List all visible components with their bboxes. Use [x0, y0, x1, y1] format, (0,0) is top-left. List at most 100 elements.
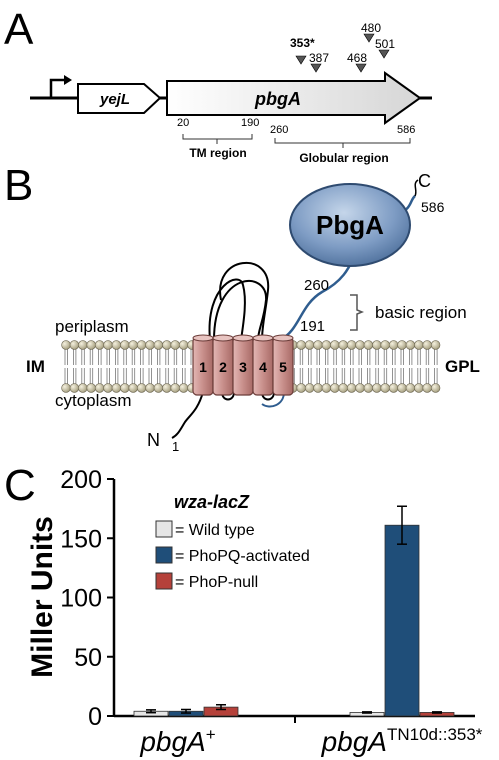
x-category-label: pbgATN10d::353*	[321, 725, 483, 757]
tm-helix-cap	[252, 334, 274, 342]
lipid-headgroup	[313, 340, 323, 350]
tm-helix-label: 2	[219, 359, 227, 375]
panel-a: A yejL pbgA 353* 387 468 480 501 20 190 …	[4, 5, 432, 165]
lipid-headgroup	[145, 340, 155, 350]
cytoplasm-label: cytoplasm	[55, 391, 132, 410]
panel-letter-b: B	[4, 161, 33, 210]
lipid-headgroup	[61, 340, 71, 350]
y-axis-title: Miller Units	[26, 516, 59, 678]
lipid-headgroup	[170, 340, 180, 350]
lipid-headgroup	[313, 383, 323, 393]
lipid-headgroup	[94, 383, 105, 393]
lipid-headgroup	[430, 383, 441, 393]
c-terminal-hook	[414, 179, 419, 197]
promoter-arrowhead	[64, 75, 72, 85]
lipid-headgroup	[372, 383, 382, 393]
lipid-headgroup	[372, 340, 382, 350]
lipid-headgroup	[346, 340, 357, 350]
mutation-label-387: 387	[309, 51, 329, 65]
lipid-headgroup	[69, 383, 80, 393]
mutation-label-353: 353*	[290, 36, 315, 50]
lipid-headgroup	[296, 383, 306, 393]
lipid-headgroup	[388, 383, 399, 393]
lipid-headgroup	[111, 340, 122, 350]
y-tick-label: 50	[74, 644, 102, 672]
periplasm-label: periplasm	[55, 317, 129, 336]
lipid-headgroup	[321, 383, 332, 393]
globular-region-bracket	[274, 138, 411, 148]
lipid-headgroup	[430, 340, 441, 350]
mutation-site-387	[310, 63, 322, 73]
legend-entry: = PhoP-null	[175, 574, 258, 591]
lipid-headgroup	[330, 383, 340, 393]
bar-phopq-activated-1	[384, 524, 420, 717]
lipid-headgroup	[388, 340, 399, 350]
lipid-headgroup	[296, 340, 306, 350]
residue-191-label: 191	[300, 318, 325, 335]
lipid-headgroup	[94, 340, 105, 350]
lipid-headgroup	[405, 340, 416, 350]
y-tick-label: 0	[88, 703, 102, 731]
lipid-headgroup	[61, 383, 71, 393]
mutation-site-468	[355, 63, 367, 73]
legend-entry: = PhoPQ-activated	[175, 548, 310, 565]
gene-pbga-label: pbgA	[254, 89, 301, 109]
c-terminus-number: 586	[421, 199, 445, 215]
lipid-headgroup	[162, 340, 172, 350]
lipid-headgroup	[111, 383, 122, 393]
y-tick-label: 200	[60, 466, 102, 494]
lipid-headgroup	[128, 340, 138, 350]
lipid-headgroup	[170, 383, 180, 393]
mutation-site-501	[378, 49, 390, 59]
legend-swatch	[155, 572, 173, 590]
basic-region-bracket	[350, 294, 365, 331]
tm-region-bracket	[182, 134, 253, 144]
lipid-headgroup	[153, 383, 164, 393]
gpl-label: GPL	[445, 357, 480, 376]
lipid-headgroup	[405, 383, 416, 393]
lipid-headgroup	[69, 340, 80, 350]
gene-yejl	[77, 83, 162, 114]
tm-helix-cap	[232, 334, 254, 342]
y-tick-label: 100	[60, 585, 102, 613]
panel-letter-c: C	[4, 461, 36, 510]
lipid-headgroup	[145, 383, 155, 393]
tm-helix-label: 3	[239, 359, 247, 375]
gene-yejl-label: yejL	[99, 91, 130, 108]
lipid-headgroup	[304, 340, 315, 350]
panel-b: B PbgA C 586 260 191 basic region peripl…	[4, 161, 480, 454]
lipid-headgroup	[128, 383, 138, 393]
lipid-headgroup	[86, 340, 96, 350]
lipid-headgroup	[380, 340, 390, 350]
n-terminal-tail	[171, 391, 204, 439]
lipid-headgroup	[380, 383, 390, 393]
tm-helix-label: 5	[279, 359, 287, 375]
periplasmic-loop-2	[219, 261, 270, 341]
pbga-globular-domain	[289, 183, 411, 267]
mutation-site-480	[363, 33, 375, 43]
lipid-headgroup	[330, 340, 340, 350]
legend-swatch	[155, 520, 173, 538]
lipid-headgroup	[178, 340, 189, 350]
residue-260-label: 260	[304, 277, 329, 294]
tm-helix-cap	[212, 334, 234, 342]
lipid-headgroup	[346, 383, 357, 393]
legend-swatch	[155, 546, 173, 564]
lipid-headgroup	[414, 340, 424, 350]
tm-helix-cap	[272, 334, 294, 342]
lipid-headgroup	[136, 340, 147, 350]
lipid-headgroup	[120, 383, 130, 393]
lipid-headgroup	[304, 383, 315, 393]
im-label: IM	[26, 357, 45, 376]
tm-region-label: TM region	[189, 146, 246, 160]
mutation-label-501: 501	[375, 37, 395, 51]
lipid-headgroup	[78, 340, 88, 350]
legend-entry: = Wild type	[175, 522, 255, 539]
x-category-label: pbgA+	[139, 725, 215, 757]
lipid-headgroup	[363, 383, 374, 393]
tm-helix-label: 4	[259, 359, 267, 375]
gene-pbga	[166, 71, 422, 125]
tm-helix-label: 1	[199, 359, 207, 375]
c-terminus-label: C	[418, 171, 431, 191]
